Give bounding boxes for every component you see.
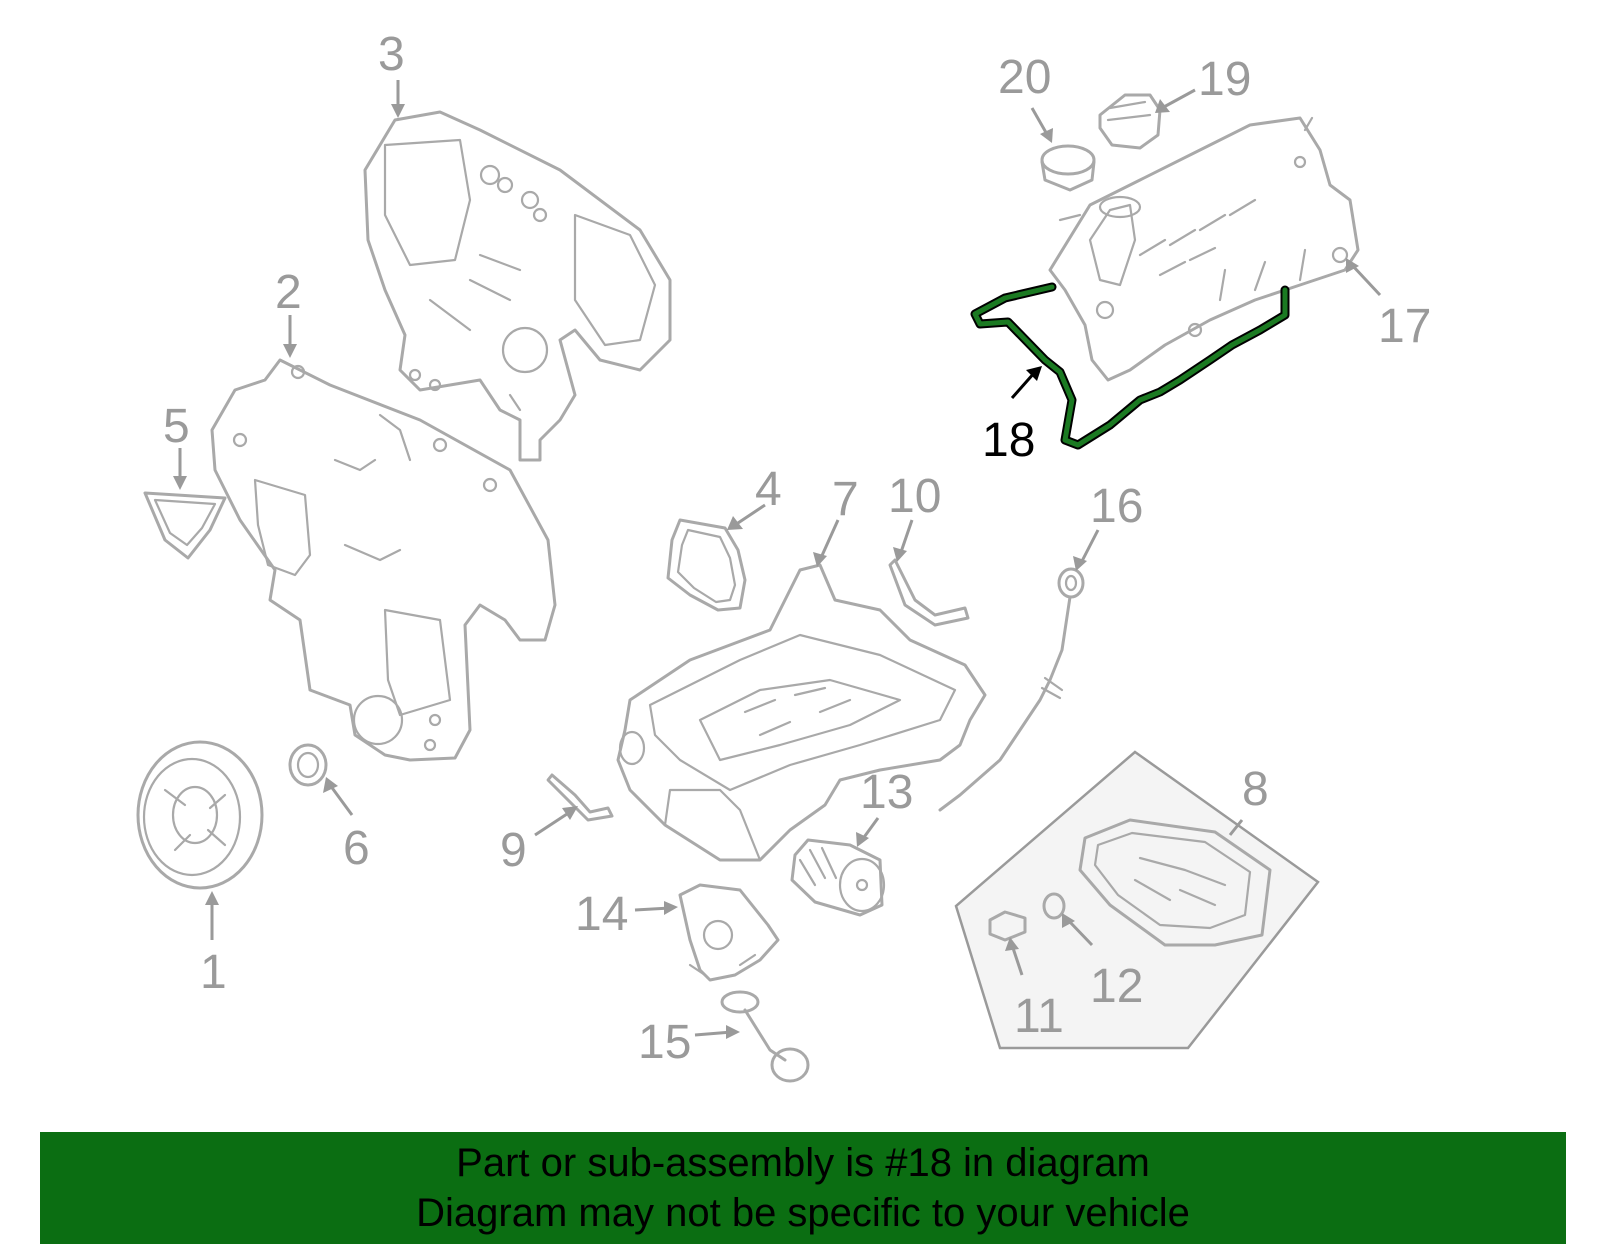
leader-lines (173, 80, 1382, 1039)
part-12-washer[interactable] (1042, 892, 1066, 920)
callout-16[interactable]: 16 (1090, 480, 1143, 533)
part-2-front-cover[interactable] (210, 358, 557, 762)
callout-1[interactable]: 1 (200, 946, 227, 999)
part-5-seal[interactable] (143, 491, 227, 560)
callout-10[interactable]: 10 (888, 470, 941, 523)
banner-line-part: Part or sub-assembly is #18 in diagram (456, 1141, 1150, 1185)
part-4-gasket[interactable] (666, 518, 747, 612)
callout-9[interactable]: 9 (500, 824, 527, 877)
part-16-dipstick[interactable] (938, 567, 1085, 812)
part-3-upper-timing-cover[interactable] (363, 110, 672, 462)
callout-19[interactable]: 19 (1198, 53, 1251, 106)
part-7-oil-pan[interactable] (616, 563, 987, 862)
part-17-valve-cover[interactable] (1048, 116, 1360, 382)
callout-5[interactable]: 5 (163, 400, 190, 453)
part-11-drain-plug[interactable] (988, 910, 1027, 942)
callout-14[interactable]: 14 (575, 888, 628, 941)
part-10-seal[interactable] (888, 558, 970, 627)
part-8-group[interactable] (954, 750, 1320, 1050)
callout-17[interactable]: 17 (1378, 300, 1431, 353)
parts-diagram: 3 2 5 1 6 4 7 10 9 16 13 14 15 8 11 12 1… (136, 28, 1431, 1083)
callout-4[interactable]: 4 (755, 463, 782, 516)
part-20-seal[interactable] (1040, 144, 1096, 192)
part-1-crank-pulley[interactable] (136, 740, 264, 890)
part-6-oil-seal[interactable] (288, 743, 328, 787)
callout-11[interactable]: 11 (1014, 990, 1064, 1043)
callout-6[interactable]: 6 (343, 822, 370, 875)
callout-labels: 3 2 5 1 6 4 7 10 9 16 13 14 15 8 11 12 1… (163, 28, 1431, 1069)
callout-2[interactable]: 2 (275, 266, 302, 319)
banner-line-disclaimer: Diagram may not be specific to your vehi… (416, 1191, 1190, 1235)
info-banner: Part or sub-assembly is #18 in diagram D… (40, 1132, 1566, 1244)
callout-13[interactable]: 13 (860, 766, 913, 819)
part-9-seal[interactable] (546, 773, 614, 822)
callout-12[interactable]: 12 (1090, 960, 1143, 1013)
callout-18[interactable]: 18 (982, 414, 1035, 467)
callout-8[interactable]: 8 (1242, 763, 1269, 816)
callout-3[interactable]: 3 (378, 28, 405, 81)
part-19-filler-cap[interactable] (1098, 93, 1162, 150)
callout-7[interactable]: 7 (832, 473, 859, 526)
callout-20[interactable]: 20 (998, 51, 1051, 104)
callout-15[interactable]: 15 (638, 1016, 691, 1069)
part-15-strainer[interactable] (720, 990, 810, 1083)
part-13-oil-filter[interactable] (790, 838, 886, 917)
part-14-oil-pump[interactable] (678, 883, 780, 982)
part-18-valve-cover-gasket[interactable] (970, 282, 1290, 450)
